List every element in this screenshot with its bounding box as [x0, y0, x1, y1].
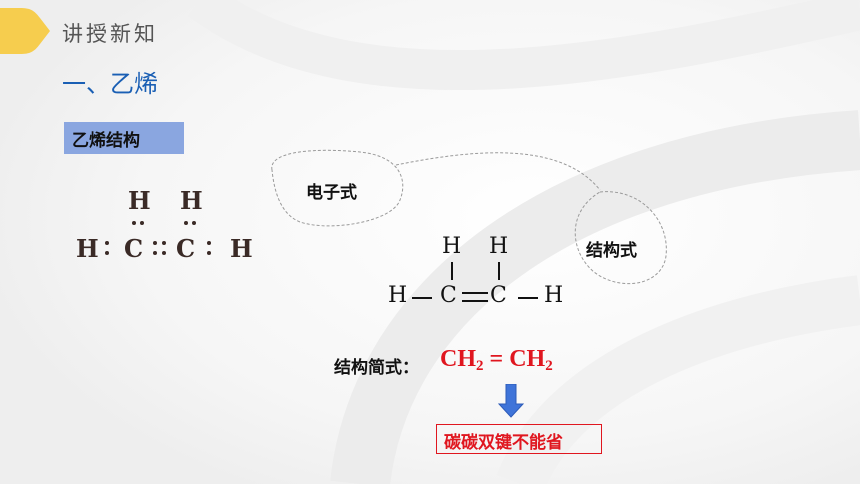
ef-dot	[207, 251, 211, 255]
sf-c-1: C	[440, 283, 457, 308]
ef-dot	[153, 251, 157, 255]
structural-formula-label: 结构式	[586, 241, 637, 261]
ef-dot	[105, 251, 109, 255]
structural-bubble-outline	[574, 191, 667, 285]
ef-dot	[162, 241, 166, 245]
cf-sub1: 2	[476, 358, 484, 374]
header-accent-shape	[0, 8, 50, 54]
bubble-connector	[395, 152, 601, 191]
ef-h-right: H	[230, 234, 253, 263]
header-title: 讲授新知	[62, 22, 158, 46]
structure-tag-background	[64, 122, 184, 154]
structure-tag-label: 乙烯结构	[72, 131, 140, 151]
sf-vertical-bond	[451, 262, 453, 280]
ef-dot	[207, 241, 211, 245]
ef-c-2: C	[176, 234, 196, 263]
sf-top-h-2: H	[489, 234, 509, 259]
condensed-formula-label: 结构简式：	[334, 358, 419, 378]
sf-h-right: H	[544, 283, 564, 308]
sf-double-bond-bottom	[462, 300, 488, 302]
section-heading: 一、乙烯	[62, 70, 158, 98]
ef-dot	[153, 241, 157, 245]
electron-bubble-outline	[271, 149, 404, 227]
ef-dot	[132, 221, 136, 225]
cf-sub2: 2	[545, 358, 553, 374]
ef-dot	[162, 251, 166, 255]
ef-top-h-1: H	[128, 186, 151, 215]
electron-formula-label: 电子式	[306, 183, 357, 203]
sf-single-bond	[412, 297, 432, 299]
ef-dot	[184, 221, 188, 225]
note-text: 碳碳双键不能省	[444, 433, 563, 453]
ef-c-1: C	[124, 234, 144, 263]
cf-eq: =	[483, 346, 510, 372]
ef-h-left: H	[76, 234, 99, 263]
ef-dot	[192, 221, 196, 225]
ef-top-h-2: H	[180, 186, 203, 215]
ef-dot	[140, 221, 144, 225]
down-arrow-icon	[498, 384, 524, 418]
note-box	[436, 424, 602, 454]
sf-vertical-bond	[498, 262, 500, 280]
condensed-formula: CH2 = CH2	[440, 346, 553, 375]
sf-h-left: H	[388, 283, 408, 308]
sf-top-h-1: H	[442, 234, 462, 259]
cf-part2: CH	[509, 346, 546, 372]
ef-dot	[105, 241, 109, 245]
cf-part1: CH	[440, 346, 476, 372]
sf-c-2: C	[490, 283, 507, 308]
sf-single-bond	[518, 297, 538, 299]
sf-double-bond-top	[462, 292, 488, 294]
